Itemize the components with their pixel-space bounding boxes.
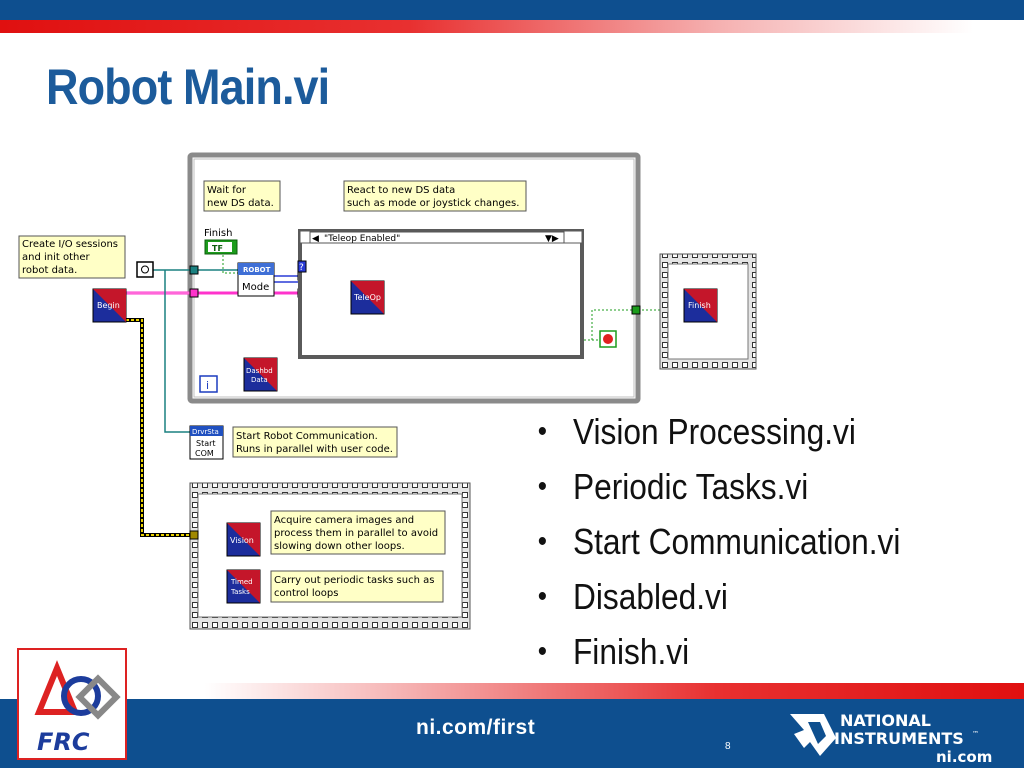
- page-number: 8: [725, 741, 731, 752]
- list-item: •Vision Processing.vi: [537, 411, 856, 452]
- svg-text:and init other: and init other: [22, 252, 91, 263]
- svg-text:process them in parallel to av: process them in parallel to avoid: [274, 528, 438, 539]
- stop-terminal[interactable]: [599, 330, 617, 348]
- svg-text:Finish: Finish: [688, 301, 711, 310]
- svg-text:new DS data.: new DS data.: [207, 198, 274, 209]
- begin-vi[interactable]: Begin: [92, 288, 127, 323]
- comment-vision: Acquire camera images and process them i…: [270, 510, 446, 555]
- header-accent-stripe: [0, 20, 1024, 33]
- comment-start-com: Start Robot Communication. Runs in paral…: [232, 426, 398, 458]
- svg-text:React to new DS data: React to new DS data: [347, 185, 455, 196]
- header-band: [0, 0, 1024, 20]
- list-item: •Periodic Tasks.vi: [537, 466, 809, 507]
- svg-text:ni.com: ni.com: [936, 748, 992, 766]
- vision-vi[interactable]: Vision: [226, 522, 261, 557]
- svg-text:Create I/O sessions: Create I/O sessions: [22, 239, 118, 250]
- svg-text:i: i: [206, 379, 209, 392]
- svg-text:Tasks: Tasks: [230, 588, 250, 596]
- svg-text:FRC: FRC: [37, 728, 90, 756]
- iteration-terminal: i: [199, 375, 218, 393]
- eagle-icon: [790, 714, 836, 756]
- svg-text:control loops: control loops: [274, 588, 338, 599]
- comment-wait: Wait for new DS data.: [203, 180, 281, 212]
- svg-text:robot data.: robot data.: [22, 265, 77, 276]
- list-item: •Finish.vi: [537, 631, 690, 672]
- start-communication-vi[interactable]: DrvrSta Start COM: [189, 425, 224, 460]
- timed-tasks-vi[interactable]: Timed Tasks: [226, 569, 261, 604]
- svg-text:Mode: Mode: [242, 282, 269, 293]
- svg-text:Runs in parallel with user cod: Runs in parallel with user code.: [236, 444, 393, 455]
- svg-text:Wait for: Wait for: [207, 185, 247, 196]
- svg-text:slowing down other loops.: slowing down other loops.: [274, 541, 405, 552]
- svg-text:▼▶: ▼▶: [545, 234, 559, 244]
- svg-text:?: ?: [299, 263, 304, 273]
- svg-text:◀: ◀: [312, 234, 319, 244]
- svg-text:INSTRUMENTS: INSTRUMENTS: [834, 729, 964, 748]
- svg-text:DrvrSta: DrvrSta: [192, 428, 219, 436]
- comment-init: Create I/O sessions and init other robot…: [18, 235, 126, 279]
- svg-text:Acquire camera images and: Acquire camera images and: [274, 515, 414, 526]
- svg-text:Start Robot Communication.: Start Robot Communication.: [236, 431, 378, 442]
- footer-accent-stripe: [0, 683, 1024, 699]
- comment-timed: Carry out periodic tasks such as control…: [270, 570, 444, 603]
- svg-text:Data: Data: [251, 376, 268, 384]
- svg-text:"Teleop Enabled": "Teleop Enabled": [324, 234, 400, 244]
- slide-title: Robot Main.vi: [46, 59, 330, 115]
- svg-text:TeleOp: TeleOp: [353, 293, 381, 302]
- comment-react: React to new DS data such as mode or joy…: [343, 180, 527, 212]
- svg-text:Vision: Vision: [230, 536, 254, 545]
- finish-vi[interactable]: Finish: [683, 288, 718, 323]
- reference-constant: [136, 261, 154, 278]
- teleop-vi[interactable]: TeleOp: [350, 280, 385, 315]
- list-item: •Start Communication.vi: [537, 521, 901, 562]
- svg-text:Timed: Timed: [230, 578, 253, 586]
- national-instruments-logo: NATIONAL INSTRUMENTS ™ ni.com: [790, 708, 1020, 766]
- finish-control[interactable]: Finish TF: [204, 228, 238, 255]
- robot-mode-node[interactable]: ROBOT Mode: [237, 262, 275, 297]
- svg-text:Begin: Begin: [97, 301, 120, 310]
- bullet-list: •Vision Processing.vi •Periodic Tasks.vi…: [536, 404, 1006, 679]
- svg-text:NATIONAL: NATIONAL: [840, 711, 931, 730]
- svg-text:Carry out periodic tasks such: Carry out periodic tasks such as: [274, 575, 434, 586]
- list-item: •Disabled.vi: [537, 576, 728, 617]
- svg-text:Finish: Finish: [204, 228, 232, 239]
- dashboard-data-vi[interactable]: Dashbd Data: [243, 357, 278, 392]
- svg-text:Start: Start: [196, 439, 216, 448]
- svg-text:such as mode or joystick chang: such as mode or joystick changes.: [347, 198, 519, 209]
- footer-url[interactable]: ni.com/first: [416, 716, 536, 739]
- footer-band: [0, 699, 1024, 768]
- svg-text:TF: TF: [212, 244, 223, 253]
- svg-text:Dashbd: Dashbd: [246, 367, 273, 375]
- svg-text:COM: COM: [195, 449, 214, 458]
- svg-text:ROBOT: ROBOT: [243, 266, 271, 274]
- frc-logo: FRC: [17, 648, 127, 760]
- finish-sequence-frame: [659, 253, 757, 370]
- case-structure: ◀ "Teleop Enabled" ▼▶ ?: [297, 229, 584, 359]
- svg-text:™: ™: [972, 730, 979, 738]
